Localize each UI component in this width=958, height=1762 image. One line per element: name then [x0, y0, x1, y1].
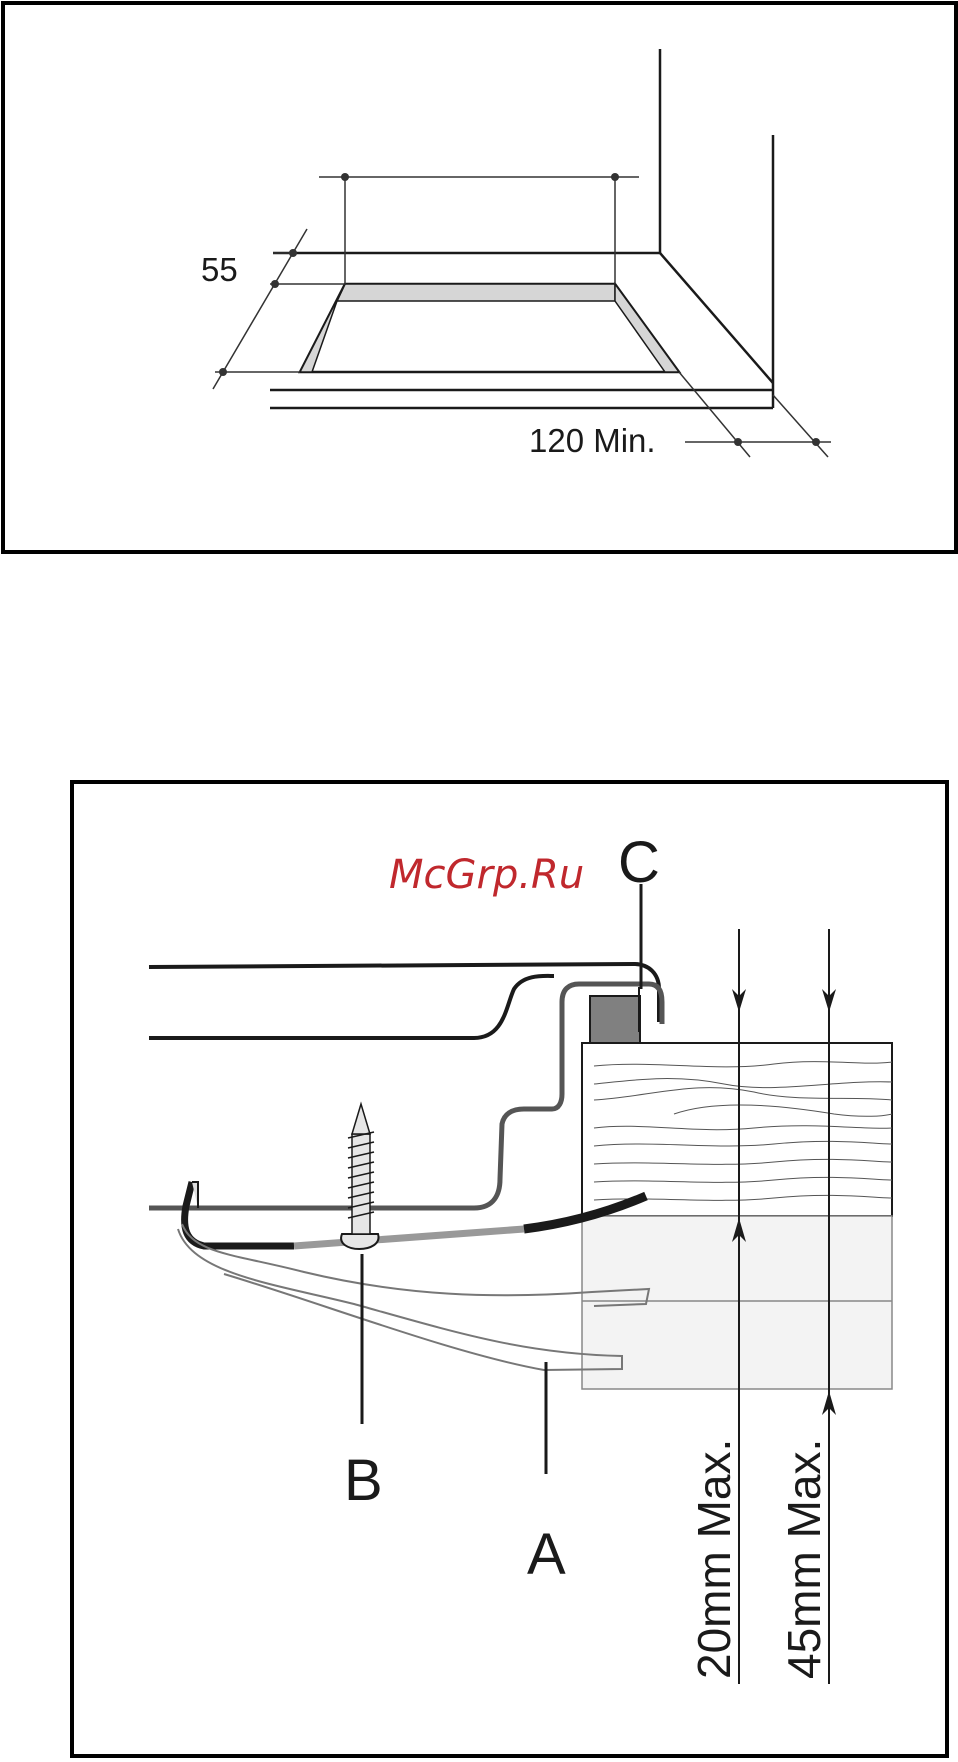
dimension-label-45mm: 45mm Max. [778, 1439, 830, 1679]
dimension-dot [812, 438, 820, 446]
hob-top-plate [149, 964, 659, 1022]
seal-part-c [590, 996, 640, 1043]
watermark-text: McGrp.Ru [389, 852, 584, 898]
side-dimension-label: 120 Min. [529, 422, 656, 459]
clamp-bracket-dark [185, 1182, 294, 1246]
depth-dimension-label: 55 [201, 251, 238, 288]
dimension-label-20mm: 20mm Max. [688, 1439, 740, 1679]
clamp-fixing-drawing: McGrp.Ru [74, 784, 953, 1762]
label-b: B [344, 1448, 383, 1513]
dimension-dot [219, 368, 227, 376]
cutout-placement-drawing: 55 120 Min. [5, 5, 958, 558]
dimension-dot [341, 173, 349, 181]
hob-top-curve [149, 976, 554, 1038]
thick-worktop-lower [582, 1216, 892, 1389]
dimension-dot [611, 173, 619, 181]
dimension-dot [289, 249, 297, 257]
cutout-bevel-back [337, 284, 615, 301]
dimension-dot [271, 280, 279, 288]
clamp-arm [294, 1229, 524, 1246]
label-a: A [527, 1522, 566, 1587]
dimension-dot [734, 438, 742, 446]
clamp-spring-lower [178, 1229, 622, 1370]
side-ext-outer [773, 395, 828, 457]
screw-part-b [341, 1104, 378, 1249]
cutout-placement-diagram: 55 120 Min. [1, 1, 958, 554]
clamp-fixing-diagram: McGrp.Ru [70, 780, 949, 1758]
label-c: C [618, 830, 660, 895]
worktop-side-edge [660, 253, 773, 383]
